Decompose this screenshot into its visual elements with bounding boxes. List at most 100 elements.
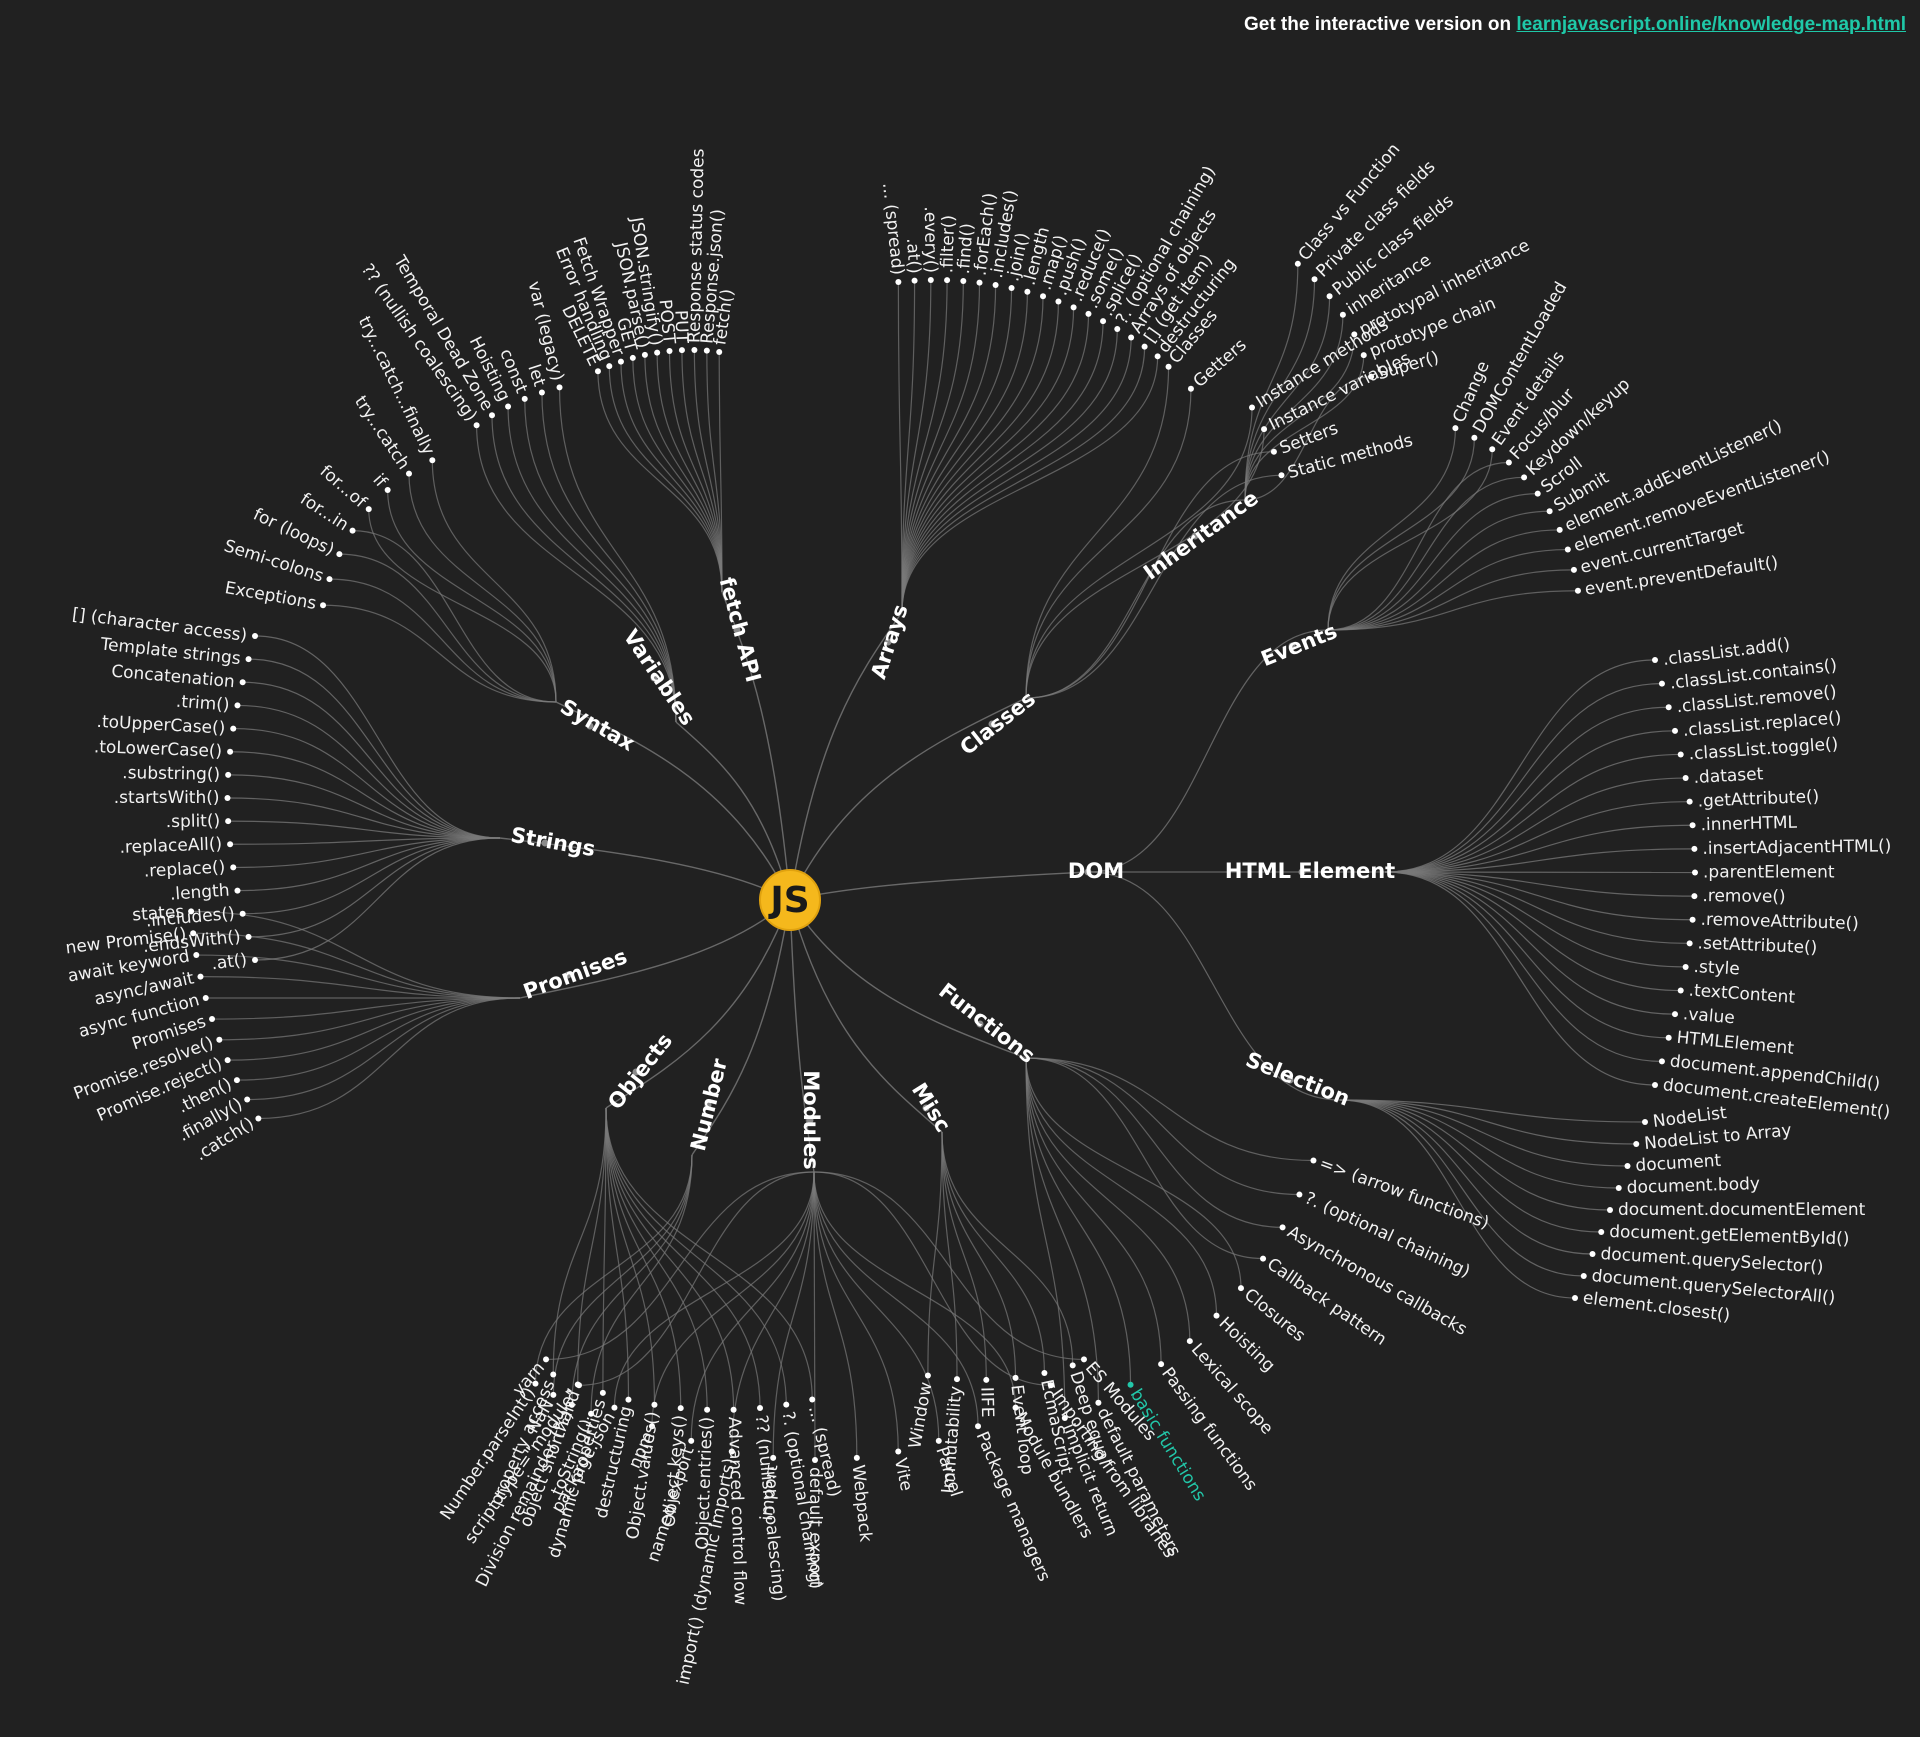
modules-leaf-dot (975, 1423, 982, 1430)
category-events[interactable]: Events (1258, 619, 1341, 671)
knowledge-map-link[interactable]: learnjavascript.online/knowledge-map.htm… (1516, 14, 1906, 35)
category-functions[interactable]: Functions (934, 978, 1039, 1068)
functions-leaf-passing-functions[interactable]: Passing functions (1157, 1364, 1261, 1495)
events-leaf-dot (1489, 446, 1496, 453)
modules-leaf-webpack[interactable]: Webpack (848, 1464, 876, 1543)
strings-link-at (254, 837, 501, 961)
arrays-leaf-filter[interactable]: .filter() (937, 215, 959, 274)
root-link-number (691, 899, 791, 1156)
modules-link-import-dynamic-imports (731, 1171, 815, 1452)
number-leaf-dot (588, 1410, 595, 1417)
root-link-syntax (555, 701, 791, 901)
strings-leaf-at[interactable]: .at() (210, 950, 248, 974)
events-link-element-removeeventlistener (1327, 548, 1568, 631)
html-element-leaf-classlist-toggle[interactable]: .classList.toggle() (1688, 734, 1839, 764)
category-arrays-node (884, 638, 892, 646)
arrays-link-arrays-of-objects (901, 337, 1132, 613)
arrays-leaf-spread[interactable]: ... (spread) (878, 182, 908, 276)
variables-link-nullish-coalescing (476, 425, 677, 723)
promises-leaf-dot (233, 1077, 240, 1084)
category-inheritance[interactable]: Inheritance (1139, 486, 1263, 585)
strings-leaf-trim[interactable]: .trim() (175, 692, 230, 716)
promises-leaf-states[interactable]: states (132, 902, 185, 926)
objects-leaf-object-entries[interactable]: Object.entries() (693, 1416, 717, 1550)
category-fetch-api[interactable]: fetch API (715, 575, 766, 685)
strings-leaf-substring[interactable]: .substring() (122, 763, 220, 785)
promises-leaf-dot (188, 908, 195, 915)
strings-leaf-dot (239, 679, 246, 686)
category-dom[interactable]: DOM (1068, 859, 1124, 883)
classes-leaf-dot (1278, 472, 1285, 479)
category-objects[interactable]: Objects (603, 1029, 677, 1114)
misc-leaf-iife[interactable]: IIFE (976, 1387, 997, 1418)
inheritance-leaf-dot (1339, 311, 1346, 318)
modules-link-webpack (813, 1171, 858, 1458)
modules-leaf-vite[interactable]: Vite (890, 1456, 916, 1492)
arrays-leaf-at[interactable]: .at() (902, 237, 924, 274)
fetch-api-leaf-post[interactable]: POST (654, 298, 678, 345)
arrays-leaf-dot (1100, 318, 1107, 325)
selection-leaf-document-getelementbyid[interactable]: document.getElementById() (1609, 1222, 1850, 1249)
strings-leaf-dot (224, 795, 231, 801)
strings-leaf-length[interactable]: .length (169, 881, 230, 905)
category-strings[interactable]: Strings (509, 823, 597, 861)
category-arrays[interactable]: Arrays (866, 602, 913, 682)
category-modules[interactable]: Modules (799, 1070, 823, 1169)
modules-link-module-bundlers (813, 1171, 1017, 1408)
strings-leaf-replaceall[interactable]: .replaceAll() (119, 834, 222, 858)
fetch-api-leaf-put[interactable]: PUT (670, 310, 691, 344)
strings-leaf-startswith[interactable]: .startsWith() (114, 788, 220, 808)
variables-leaf-dot (521, 395, 528, 402)
html-element-leaf-setattribute[interactable]: .setAttribute() (1697, 933, 1817, 958)
html-element-leaf-insertadjacenthtml[interactable]: .insertAdjacentHTML() (1702, 836, 1891, 859)
classes-link-instance-variables (1025, 429, 1265, 699)
selection-leaf-document[interactable]: document (1635, 1151, 1722, 1176)
classes-extra-leaf-dot (1187, 385, 1194, 392)
map-links (191, 263, 1696, 1461)
arrays-leaf-every[interactable]: .every() (920, 206, 941, 273)
category-classes[interactable]: Classes (955, 687, 1040, 760)
html-element-leaf-dot (1682, 963, 1689, 970)
strings-leaf-split[interactable]: .split() (166, 811, 221, 832)
selection-leaf-document-body[interactable]: document.body (1626, 1174, 1760, 1198)
category-promises[interactable]: Promises (520, 944, 630, 1004)
category-fetch-api-node (733, 626, 741, 634)
modules-leaf-default-export[interactable]: default export (805, 1467, 825, 1588)
category-selection[interactable]: Selection (1242, 1047, 1353, 1110)
html-element-leaf-removeattribute[interactable]: .removeAttribute() (1700, 910, 1859, 934)
strings-leaf-tolowercase[interactable]: .toLowerCase() (94, 737, 223, 761)
html-element-leaf-getattribute[interactable]: .getAttribute() (1697, 787, 1819, 812)
fetch-api-leaf-dot (666, 348, 673, 355)
misc-leaf-dot (953, 1376, 960, 1383)
inheritance-link-super (1244, 376, 1372, 501)
category-syntax[interactable]: Syntax (556, 694, 639, 756)
syntax-leaf-exceptions[interactable]: Exceptions (223, 578, 318, 614)
strings-leaf-replace[interactable]: .replace() (143, 857, 225, 881)
selection-link-nodelist-to-array (1339, 1099, 1637, 1145)
html-element-leaf-dot (1672, 1011, 1678, 1018)
arrays-leaf-find[interactable]: .find() (954, 222, 978, 274)
root-js-node[interactable] (759, 869, 821, 931)
html-element-leaf-innerhtml[interactable]: .innerHTML (1700, 813, 1797, 836)
objects-leaf-dot (550, 1371, 557, 1378)
objects-leaf-dot (677, 1405, 684, 1412)
fetch-api-leaf-response-status-codes[interactable]: Response status codes (685, 148, 709, 343)
category-dom-node (1084, 868, 1092, 876)
html-element-leaf-value[interactable]: .value (1682, 1004, 1735, 1028)
strings-leaf-touppercase[interactable]: .toUpperCase() (96, 712, 226, 739)
objects-leaf-advanced-control-flow[interactable]: Advanced control flow (724, 1416, 750, 1605)
html-element-leaf-remove[interactable]: .remove() (1702, 886, 1785, 907)
html-element-leaf-dot (1691, 845, 1698, 852)
html-element-leaf-style[interactable]: .style (1693, 957, 1740, 979)
objects-leaf-dot (809, 1396, 816, 1403)
events-link-focus-blur (1327, 461, 1509, 631)
html-element-leaf-textcontent[interactable]: .textContent (1688, 981, 1796, 1008)
inheritance-link-public-class-fields (1244, 296, 1331, 501)
category-html-element[interactable]: HTML Element (1225, 859, 1395, 883)
html-element-link-parentelement (1384, 871, 1696, 874)
html-element-leaf-parentelement[interactable]: .parentElement (1703, 863, 1835, 883)
html-element-leaf-dataset[interactable]: .dataset (1693, 764, 1764, 788)
html-element-link-classlist-add (1384, 659, 1656, 873)
selection-leaf-document-documentelement[interactable]: document.documentElement (1618, 1200, 1866, 1220)
misc-leaf-window[interactable]: Window (905, 1381, 936, 1451)
